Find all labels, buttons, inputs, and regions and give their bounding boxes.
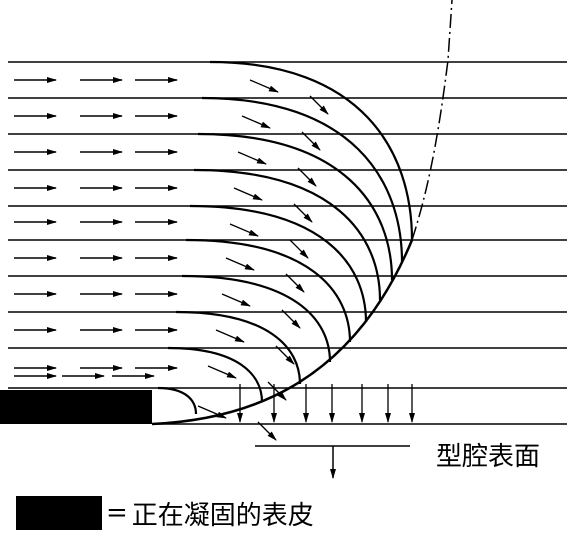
legend-symbol: = [106, 498, 128, 528]
flow-arrow [257, 421, 277, 441]
flow-arrow [225, 257, 255, 271]
cavity-surface-label: 型腔表面 [436, 442, 541, 472]
flow-arrow [221, 293, 251, 307]
flow-arrow [309, 95, 329, 115]
flow-arrow [237, 151, 267, 165]
legend-label: 正在凝固的表皮 [131, 500, 314, 531]
solidifying-skin-block [0, 390, 152, 424]
flow-arrow [249, 79, 279, 93]
flow-front-curve [175, 310, 302, 385]
flow-front-curve [193, 168, 382, 301]
flow-arrow [241, 115, 271, 129]
flow-arrow [301, 131, 321, 151]
flow-arrow [267, 381, 287, 401]
flow-front-curve [197, 132, 394, 281]
flow-arrow [229, 223, 259, 237]
flow-front-curve [185, 238, 352, 343]
flow-front-curves [157, 60, 414, 415]
flow-front-curve [201, 96, 404, 263]
flow-arrow [297, 167, 317, 187]
flow-front-curve [181, 274, 332, 363]
legend-swatch [16, 496, 102, 530]
flow-direction-arrows [14, 77, 415, 441]
flow-arrow [215, 329, 245, 343]
legend: = 正在凝固的表皮 [16, 496, 314, 531]
flow-arrow [281, 309, 301, 329]
flow-arrow [275, 345, 295, 365]
flow-arrow [233, 187, 263, 201]
flow-arrow [207, 365, 237, 379]
flow-arrow [285, 273, 305, 293]
flow-arrow [289, 239, 309, 259]
flow-front-curve [189, 204, 368, 323]
flow-front-curve [209, 60, 414, 241]
flow-arrow [293, 203, 313, 223]
flow-front-curve [157, 386, 198, 415]
flow-arrow [197, 405, 227, 419]
cavity-boundary-dashed-curve [411, 0, 453, 241]
flow-front-curve [167, 346, 264, 403]
solidifying-skin-bottom-curve [151, 239, 414, 426]
